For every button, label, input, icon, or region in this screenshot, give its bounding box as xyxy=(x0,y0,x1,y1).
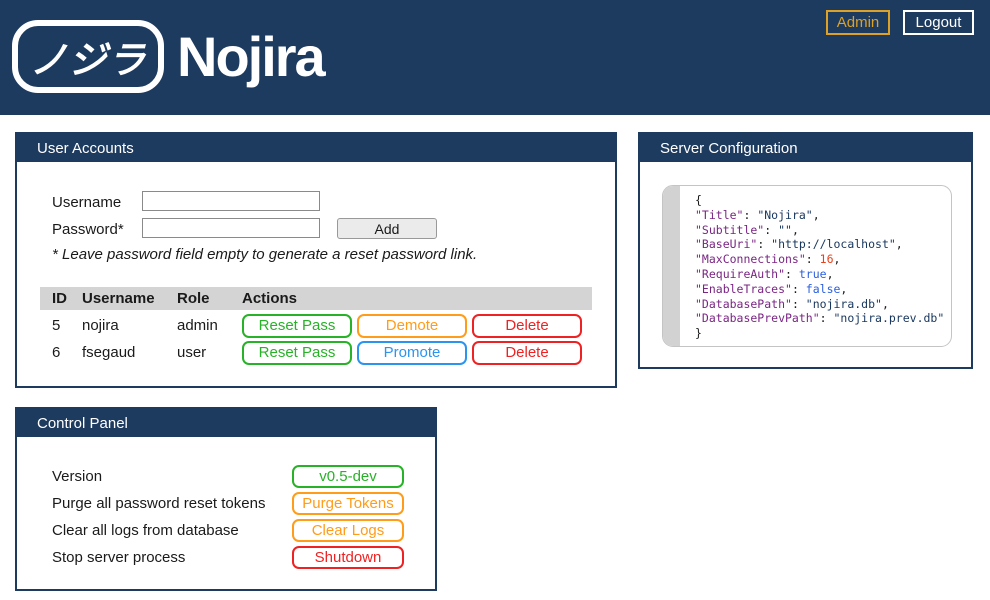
password-label: Password* xyxy=(52,221,124,238)
col-header-id: ID xyxy=(52,290,67,307)
control-panel: Control Panel Version v0.5-dev Purge all… xyxy=(15,407,437,591)
user-role: admin xyxy=(177,317,218,334)
user-username: fsegaud xyxy=(82,344,136,361)
control-shutdown-button[interactable]: Shutdown xyxy=(292,546,404,569)
code-gutter xyxy=(663,186,680,346)
control-panel-row: Version v0.5-dev xyxy=(17,463,435,490)
user-id: 6 xyxy=(52,344,61,361)
user-accounts-title: User Accounts xyxy=(17,134,615,162)
admin-button[interactable]: Admin xyxy=(826,10,890,35)
server-configuration-title: Server Configuration xyxy=(640,134,971,162)
user-table-header: ID Username Role Actions xyxy=(40,287,592,310)
logout-button[interactable]: Logout xyxy=(903,10,974,35)
control-purge-tokens-button[interactable]: Purge Tokens xyxy=(292,492,404,515)
control-v0-5-dev-button[interactable]: v0.5-dev xyxy=(292,465,404,488)
username-input[interactable] xyxy=(142,191,320,211)
control-row-label: Version xyxy=(52,468,103,485)
control-row-label: Purge all password reset tokens xyxy=(52,495,266,512)
user-action-demote-button[interactable]: Demote xyxy=(357,313,467,338)
col-header-username: Username xyxy=(82,290,155,307)
col-header-role: Role xyxy=(177,290,210,307)
config-code-lines: {"Title": "Nojira","Subtitle": "","BaseU… xyxy=(695,193,945,341)
control-panel-row: Stop server process Shutdown xyxy=(17,544,435,571)
top-banner: ノジラ Nojira Admin Logout xyxy=(0,0,990,115)
control-panel-rows: Version v0.5-dev Purge all password rese… xyxy=(17,463,435,571)
password-note: * Leave password field empty to generate… xyxy=(52,246,478,263)
user-action-reset-pass-button[interactable]: Reset Pass xyxy=(242,313,352,338)
user-action-promote-button[interactable]: Promote xyxy=(357,340,467,365)
control-row-label: Stop server process xyxy=(52,549,186,566)
server-configuration-panel: Server Configuration {"Title": "Nojira",… xyxy=(638,132,973,369)
user-action-reset-pass-button[interactable]: Reset Pass xyxy=(242,340,352,365)
user-action-delete-button[interactable]: Delete xyxy=(472,340,582,365)
logo-badge: ノジラ xyxy=(12,20,164,93)
add-user-button[interactable]: Add xyxy=(337,218,437,239)
control-panel-row: Clear all logs from database Clear Logs xyxy=(17,517,435,544)
control-clear-logs-button[interactable]: Clear Logs xyxy=(292,519,404,542)
app-title: Nojira xyxy=(177,25,326,88)
config-code-block: {"Title": "Nojira","Subtitle": "","BaseU… xyxy=(662,185,952,347)
control-row-label: Clear all logs from database xyxy=(52,522,239,539)
user-username: nojira xyxy=(82,317,119,334)
user-id: 5 xyxy=(52,317,61,334)
control-panel-title: Control Panel xyxy=(17,409,435,437)
control-panel-row: Purge all password reset tokens Purge To… xyxy=(17,490,435,517)
logo-badge-text: ノジラ xyxy=(29,40,147,82)
user-action-delete-button[interactable]: Delete xyxy=(472,313,582,338)
user-accounts-panel: User Accounts Username Password* Add * L… xyxy=(15,132,617,388)
password-input[interactable] xyxy=(142,218,320,238)
user-role: user xyxy=(177,344,207,361)
col-header-actions: Actions xyxy=(242,290,298,307)
username-label: Username xyxy=(52,194,122,211)
